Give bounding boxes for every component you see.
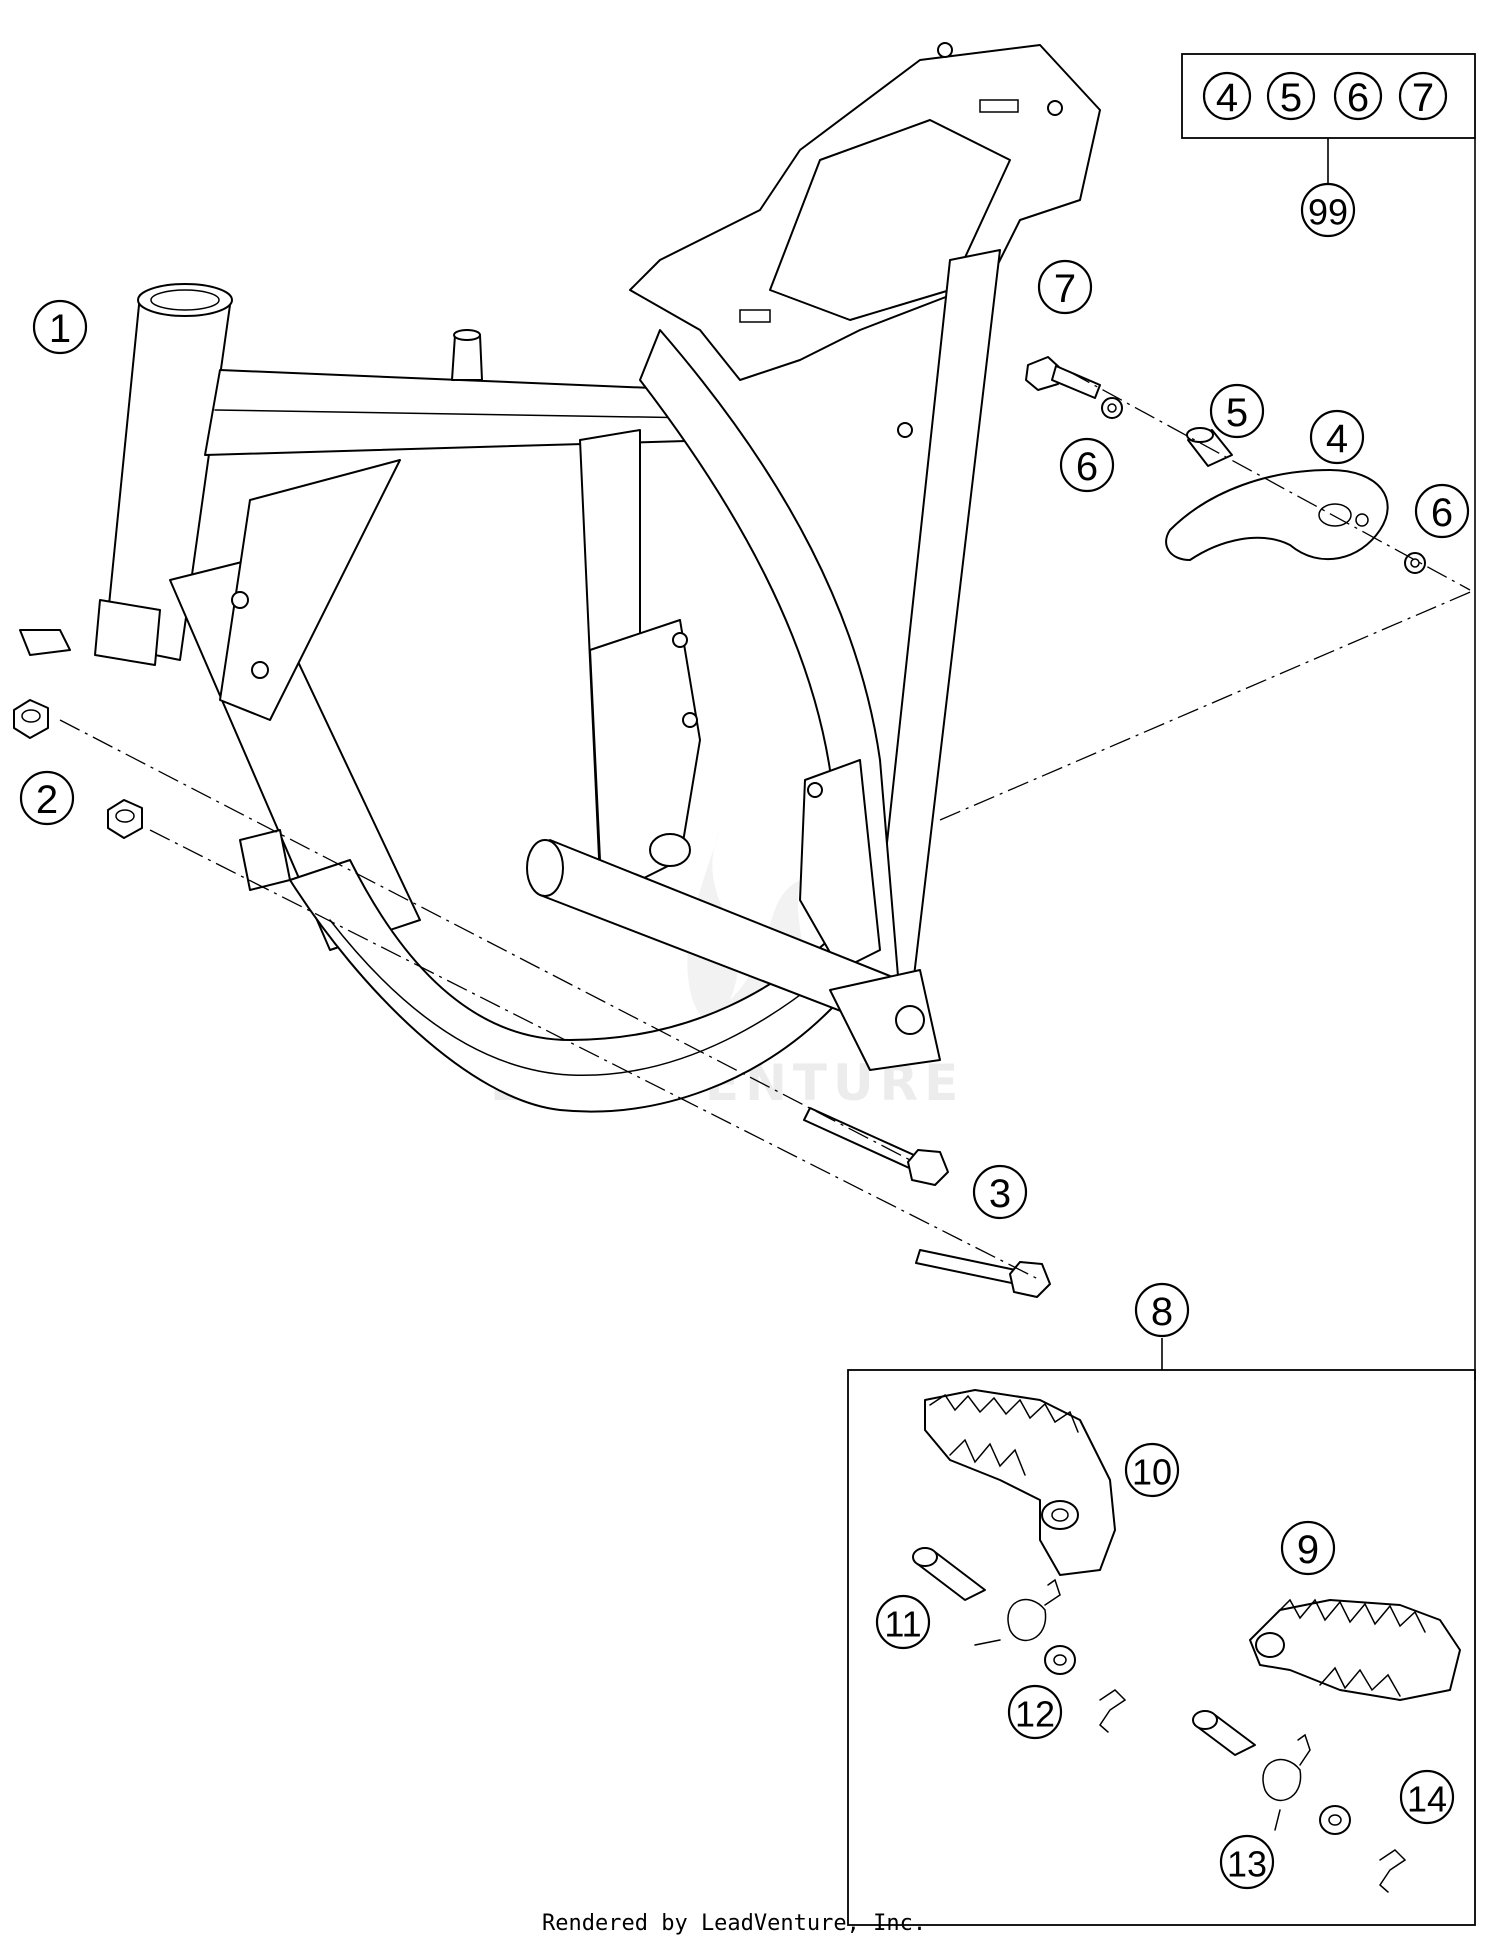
credit-text: Rendered by LeadVenture, Inc. xyxy=(542,1911,926,1936)
svg-text:99: 99 xyxy=(1308,192,1348,233)
svg-text:11: 11 xyxy=(884,1604,921,1645)
svg-text:9: 9 xyxy=(1297,1528,1319,1572)
callout-11: 11 xyxy=(875,1594,931,1650)
footrest-right xyxy=(1249,1598,1461,1701)
callout-12: 12 xyxy=(1007,1684,1063,1740)
nut-upper xyxy=(13,699,49,739)
svg-text:7: 7 xyxy=(1054,267,1076,311)
svg-text:4: 4 xyxy=(1216,76,1238,120)
bolt-chain-guide xyxy=(1025,356,1101,399)
svg-text:13: 13 xyxy=(1227,1844,1267,1885)
bolt-upper xyxy=(803,1107,949,1186)
svg-text:5: 5 xyxy=(1226,391,1248,435)
svg-text:10: 10 xyxy=(1132,1452,1172,1493)
callout-14: 14 xyxy=(1399,1769,1455,1825)
svg-text:4: 4 xyxy=(1326,417,1348,461)
bolt-lower xyxy=(915,1249,1051,1298)
svg-text:6: 6 xyxy=(1431,491,1453,535)
svg-text:1: 1 xyxy=(49,307,71,351)
footrest-left xyxy=(924,1389,1116,1576)
callout-6-right: 6 xyxy=(1414,483,1470,539)
chain-guide-block xyxy=(1165,469,1389,561)
pin-left xyxy=(912,1547,986,1601)
washer-footrest-right xyxy=(1319,1805,1351,1835)
kit-box-item-5: 5 xyxy=(1266,71,1316,121)
callout-6-left: 6 xyxy=(1059,437,1115,493)
callout-10: 10 xyxy=(1124,1442,1180,1498)
callout-7: 7 xyxy=(1037,259,1093,315)
nut-lower xyxy=(107,799,143,839)
callout-9: 9 xyxy=(1280,1520,1336,1576)
pin-right xyxy=(1192,1710,1256,1756)
callout-3: 3 xyxy=(972,1164,1028,1220)
spring-left xyxy=(974,1578,1061,1646)
svg-text:12: 12 xyxy=(1015,1694,1055,1735)
spring-right xyxy=(1262,1733,1311,1831)
callout-2: 2 xyxy=(19,770,75,826)
clip-left xyxy=(1099,1689,1127,1733)
kit-box-item-7: 7 xyxy=(1398,71,1448,121)
frame-assembly xyxy=(19,42,1101,1113)
callout-99: 99 xyxy=(1300,182,1356,238)
svg-text:3: 3 xyxy=(989,1172,1011,1216)
svg-text:14: 14 xyxy=(1407,1779,1447,1820)
svg-text:8: 8 xyxy=(1151,1290,1173,1334)
svg-text:6: 6 xyxy=(1347,76,1369,120)
callout-1: 1 xyxy=(32,299,88,355)
clip-right xyxy=(1379,1849,1407,1893)
svg-text:7: 7 xyxy=(1412,76,1434,120)
kit-box-item-6: 6 xyxy=(1333,71,1383,121)
kit-box-item-4: 4 xyxy=(1202,71,1252,121)
svg-text:5: 5 xyxy=(1280,76,1302,120)
svg-text:6: 6 xyxy=(1076,445,1098,489)
callout-5: 5 xyxy=(1209,383,1265,439)
callout-8: 8 xyxy=(1134,1282,1190,1338)
callout-13: 13 xyxy=(1219,1834,1275,1890)
svg-text:2: 2 xyxy=(36,778,58,822)
callout-4: 4 xyxy=(1309,409,1365,465)
washer-footrest-left xyxy=(1044,1645,1076,1675)
washer-left xyxy=(1101,397,1123,419)
